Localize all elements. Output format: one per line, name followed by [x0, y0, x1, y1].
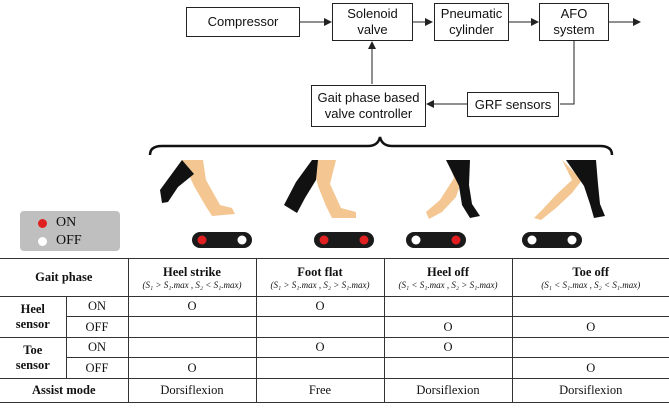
assist-mode-cell: Dorsiflexion	[511, 378, 669, 403]
off-dot-icon	[38, 236, 47, 246]
insole-icon	[406, 232, 466, 248]
table-cell	[255, 316, 385, 338]
toe-sensor-label: Toe sensor	[0, 337, 67, 379]
table-cell: O	[255, 296, 385, 317]
arrow-afo-grf	[560, 40, 575, 105]
afo-system-label: AFO system	[553, 6, 595, 37]
heel-sensor-dot	[319, 235, 329, 245]
legend: ON OFF	[20, 211, 120, 251]
phase-name: Toe off	[572, 265, 610, 279]
table-cell: O	[255, 337, 385, 358]
afo-system-box: AFO system	[539, 3, 609, 41]
toe-sensor-dot	[567, 235, 577, 245]
assist-mode-cell: Dorsiflexion	[383, 378, 513, 403]
assist-mode-cell: Dorsiflexion	[127, 378, 257, 403]
phase-condition: (S₁ < S₁.max , S₂ < S₁.max)	[541, 280, 641, 290]
table-cell: O	[511, 357, 669, 379]
on-dot-icon	[38, 218, 47, 228]
heel-sensor-label: Heel sensor	[0, 296, 67, 338]
phase-condition: (S₁ < S₁.max , S₂ > S₁.max)	[398, 280, 498, 290]
insole-icon	[192, 232, 252, 248]
toe-sensor-dot	[237, 235, 247, 245]
system-diagram	[148, 18, 641, 248]
toe-sensor-dot	[451, 235, 461, 245]
gait-phase-header: Gait phase	[0, 258, 129, 297]
grf-sensors-label: GRF sensors	[474, 96, 552, 112]
leg-figure-heel-strike	[160, 160, 235, 216]
solenoid-valve-box: Solenoid valve	[332, 3, 413, 41]
table-cell: O	[127, 296, 257, 317]
insole-icon	[522, 232, 582, 248]
gait-phase-table: Gait phase Heel strike(S₁ > S₁.max , S₂ …	[0, 258, 669, 403]
heel-off-label: OFF	[65, 316, 129, 338]
phase-header-toe-off: Toe off(S₁ < S₁.max , S₂ < S₁.max)	[511, 258, 669, 297]
phase-name: Heel off	[427, 265, 469, 279]
valve-controller-label: Gait phase based valve controller	[317, 90, 420, 121]
table-cell	[383, 357, 513, 379]
phase-name: Foot flat	[297, 265, 343, 279]
pneumatic-cylinder-label: Pneumatic cylinder	[440, 6, 503, 37]
table-cell	[383, 296, 513, 317]
legend-off-label: OFF	[56, 233, 82, 248]
solenoid-valve-label: Solenoid valve	[347, 6, 398, 37]
legend-off: OFF	[38, 233, 82, 249]
table-cell	[127, 316, 257, 338]
leg-figure-foot-flat	[284, 160, 356, 218]
table-cell	[511, 337, 669, 358]
valve-controller-box: Gait phase based valve controller	[311, 85, 426, 127]
table-cell: O	[127, 357, 257, 379]
phase-header-foot-flat: Foot flat(S₁ > S₁.max , S₂ > S₁.max)	[255, 258, 385, 297]
heel-on-label: ON	[65, 296, 129, 317]
table-header-row: Gait phase Heel strike(S₁ > S₁.max , S₂ …	[0, 258, 669, 297]
table-row: Heel sensor ON O O	[0, 296, 669, 338]
phase-header-heel-strike: Heel strike(S₁ > S₁.max , S₂ < S₁.max)	[127, 258, 257, 297]
table-cell	[255, 357, 385, 379]
table-row: Toe sensor ON O O	[0, 337, 669, 379]
table-cell	[127, 337, 257, 358]
table-cell: O	[383, 337, 513, 358]
toe-sensor-dot	[359, 235, 369, 245]
compressor-label: Compressor	[207, 14, 279, 29]
heel-sensor-dot	[527, 235, 537, 245]
leg-figure-heel-off	[426, 160, 480, 219]
toe-off-label: OFF	[65, 357, 129, 379]
legend-on: ON	[38, 215, 76, 231]
compressor-box: Compressor	[186, 7, 300, 37]
leg-figure-toe-off	[534, 160, 605, 220]
phase-condition: (S₁ > S₁.max , S₂ < S₁.max)	[142, 280, 242, 290]
pneumatic-cylinder-box: Pneumatic cylinder	[434, 3, 509, 41]
heel-sensor-dot	[197, 235, 207, 245]
grf-sensors-box: GRF sensors	[467, 92, 559, 117]
heel-sensor-dot	[411, 235, 421, 245]
assist-mode-cell: Free	[255, 378, 385, 403]
legend-on-label: ON	[56, 215, 77, 230]
phase-name: Heel strike	[163, 265, 221, 279]
curly-brace	[148, 136, 614, 156]
table-row: OFF O O	[0, 316, 669, 338]
table-cell	[511, 296, 669, 317]
insole-icon	[314, 232, 374, 248]
table-row: OFF O O	[0, 357, 669, 379]
assist-mode-row: Assist mode Dorsiflexion Free Dorsiflexi…	[0, 378, 669, 403]
table-cell: O	[383, 316, 513, 338]
phase-header-heel-off: Heel off(S₁ < S₁.max , S₂ > S₁.max)	[383, 258, 513, 297]
toe-on-label: ON	[65, 337, 129, 358]
assist-mode-label: Assist mode	[0, 378, 129, 403]
table-cell: O	[511, 316, 669, 338]
phase-condition: (S₁ > S₁.max , S₂ > S₁.max)	[270, 280, 370, 290]
